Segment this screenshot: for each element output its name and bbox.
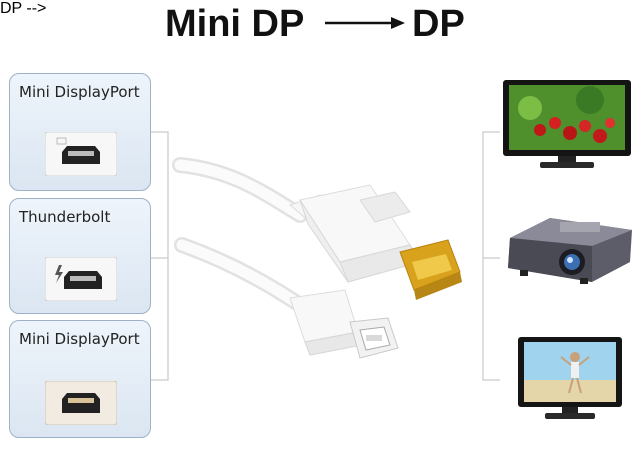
monitor-icon (503, 80, 631, 168)
mini-displayport-connector (289, 289, 399, 359)
arrow-right-icon (325, 17, 405, 29)
displayport-connector (289, 184, 462, 300)
mini-displayport-port-icon (45, 381, 117, 425)
mini-displayport-port-icon (45, 132, 117, 176)
port-label: Thunderbolt (19, 208, 111, 226)
port-label: Mini DisplayPort (19, 83, 140, 101)
port-panel-mini-displayport: Mini DisplayPort (9, 73, 151, 191)
thunderbolt-port-icon (45, 257, 117, 301)
port-panel-mini-displayport-2: Mini DisplayPort (9, 320, 151, 438)
tv-icon (518, 337, 622, 419)
port-panel-thunderbolt: Thunderbolt (9, 198, 151, 314)
projector-icon (508, 218, 632, 284)
source-label: Mini DP (165, 3, 305, 45)
target-label: DP (412, 3, 465, 45)
headline: Mini DP DP (0, 2, 640, 46)
port-label: Mini DisplayPort (19, 330, 140, 348)
